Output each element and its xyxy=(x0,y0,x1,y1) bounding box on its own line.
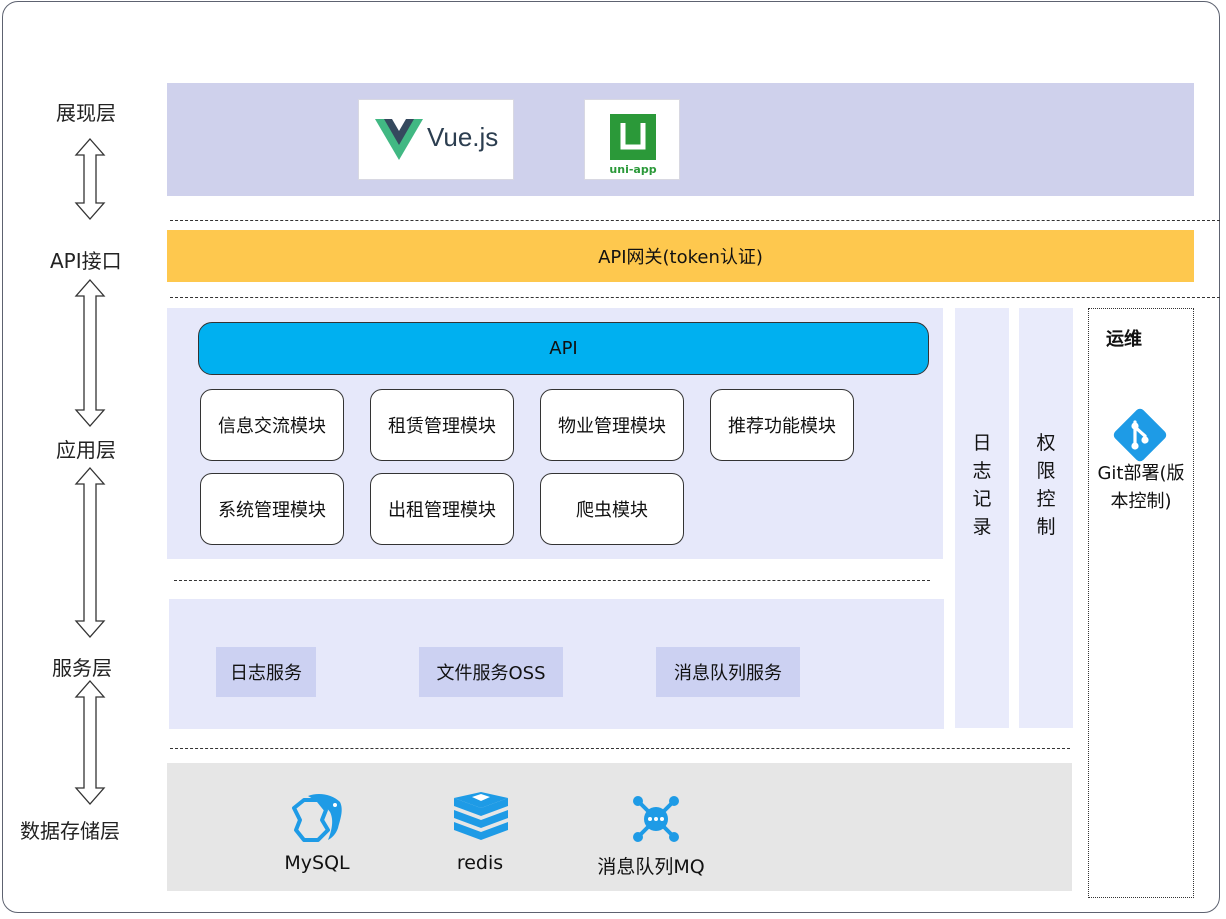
separator-application-service xyxy=(174,580,930,581)
api-gateway-bar: API网关(token认证) xyxy=(167,230,1194,282)
git-deploy-line2: 本控制) xyxy=(1110,491,1172,512)
mysql-icon xyxy=(292,794,342,842)
arrow-application-service xyxy=(74,467,106,638)
permission-control-column: 权 限 控 制 xyxy=(1019,308,1073,728)
redis-icon xyxy=(454,792,508,840)
module-info-exchange: 信息交流模块 xyxy=(200,389,344,461)
log-record-char: 记 xyxy=(972,488,992,510)
arrow-api-application xyxy=(74,279,106,427)
vue-logo-card: Vue.js xyxy=(358,99,514,180)
presentation-band xyxy=(167,83,1194,196)
storage-band xyxy=(167,763,1072,891)
permission-control-char: 控 xyxy=(1036,488,1056,510)
git-deploy-label: Git部署(版 本控制) xyxy=(1091,460,1191,516)
layer-label-storage: 数据存储层 xyxy=(20,819,120,843)
permission-control-char: 制 xyxy=(1036,516,1056,538)
log-record-char: 日 xyxy=(972,432,992,454)
arrow-presentation-api xyxy=(74,138,106,220)
arrow-service-storage xyxy=(74,680,106,805)
layer-label-application: 应用层 xyxy=(56,438,116,462)
api-bar: API xyxy=(198,322,929,375)
separator-presentation-api xyxy=(170,220,1220,221)
layer-arrows xyxy=(74,138,106,805)
uniapp-logo-text: uni-app xyxy=(609,163,657,176)
module-system-management: 系统管理模块 xyxy=(200,473,344,545)
module-letting-management: 出租管理模块 xyxy=(370,473,514,545)
service-log: 日志服务 xyxy=(216,647,316,697)
module-rental-management: 租赁管理模块 xyxy=(370,389,514,461)
permission-control-char: 限 xyxy=(1036,460,1056,482)
separator-service-storage xyxy=(170,748,1070,749)
storage-mq-label: 消息队列MQ xyxy=(597,856,705,878)
layer-label-api: API接口 xyxy=(50,249,122,273)
module-property-management: 物业管理模块 xyxy=(540,389,684,461)
vue-logo-text: Vue.js xyxy=(427,122,499,152)
layer-label-presentation: 展现层 xyxy=(56,101,116,125)
ops-title: 运维 xyxy=(1106,329,1142,350)
git-deploy-line1: Git部署(版 xyxy=(1097,463,1185,484)
uniapp-logo-card: uni-app xyxy=(584,99,680,180)
permission-control-char: 权 xyxy=(1036,432,1056,454)
message-queue-icon xyxy=(633,796,679,842)
log-record-column: 日 志 记 录 xyxy=(955,308,1009,728)
log-record-char: 志 xyxy=(972,460,992,482)
ops-box xyxy=(1088,308,1194,898)
service-file-oss: 文件服务OSS xyxy=(419,647,563,697)
vue-icon xyxy=(375,119,423,160)
storage-redis-label: redis xyxy=(456,852,504,874)
git-icon xyxy=(1113,408,1167,462)
uniapp-icon xyxy=(610,114,656,160)
storage-mysql-label: MySQL xyxy=(284,852,350,874)
log-record-char: 录 xyxy=(972,516,992,538)
service-message-queue: 消息队列服务 xyxy=(656,647,800,697)
separator-api-application xyxy=(170,297,1220,298)
module-crawler: 爬虫模块 xyxy=(540,473,684,545)
layer-label-service: 服务层 xyxy=(52,656,112,680)
module-recommendation: 推荐功能模块 xyxy=(710,389,854,461)
